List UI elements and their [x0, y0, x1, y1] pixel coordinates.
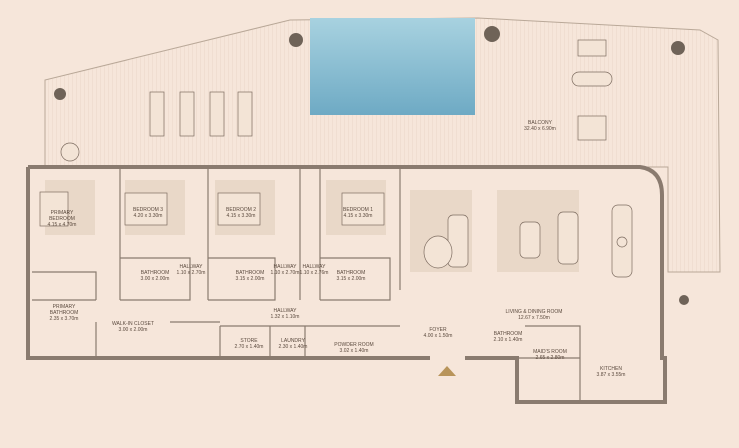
balcony-deck: [44, 17, 721, 273]
balcony-furniture: [60, 39, 613, 162]
pool: [310, 18, 475, 115]
sun-loungers: [149, 91, 253, 137]
walls: [26, 165, 667, 404]
entrance-arrow: [438, 366, 456, 376]
plants: [54, 26, 689, 305]
living-furniture: [423, 204, 633, 278]
beds: [39, 191, 385, 227]
